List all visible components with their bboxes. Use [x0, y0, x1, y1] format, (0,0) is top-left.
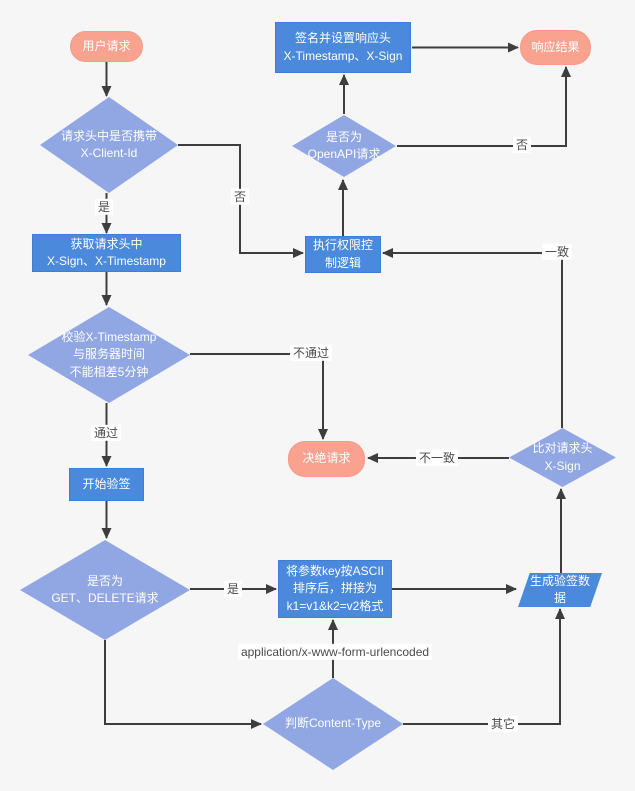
node-response-result: 响应结果	[520, 30, 591, 65]
node-check-client-id: 请求头中是否携带 X-Client-Id	[40, 97, 178, 193]
edge-checktimestamp-fail	[190, 353, 328, 440]
node-check-content-type-label: 判断Content-Type	[284, 716, 382, 731]
node-reject-request: 决绝请求	[288, 441, 365, 477]
edge-label-yes-2: 是	[223, 580, 243, 598]
node-check-timestamp: 校验X-Timestamp 与服务器时间 不能相差5分钟	[28, 307, 190, 403]
edge-label-no-2: 否	[512, 136, 532, 154]
node-perm-control: 执行权限控 制逻辑	[305, 236, 381, 273]
edge-label-pass: 通过	[90, 424, 122, 442]
node-sign-response-label: 签名并设置响应头 X-Timestamp、X-Sign	[283, 31, 403, 63]
node-get-headers: 获取请求头中 X-Sign、X-Timestamp	[32, 234, 181, 272]
node-is-openapi: 是否为 OpenAPI请求	[292, 115, 396, 177]
node-perm-control-label: 执行权限控 制逻辑	[312, 238, 373, 270]
edge-comparesign-match	[382, 248, 563, 428]
node-reject-request-label: 决绝请求	[302, 451, 351, 466]
node-is-get-delete: 是否为 GET、DELETE请求	[20, 540, 190, 640]
node-start-label: 用户请求	[82, 38, 131, 53]
edge-label-form-urlencoded: application/x-www-form-urlencoded	[237, 643, 433, 661]
node-gen-verify-data: 生成验签数 据	[518, 573, 602, 607]
node-response-result-label: 响应结果	[531, 39, 580, 54]
node-start: 用户请求	[70, 31, 143, 62]
edge-label-mismatch: 不一致	[415, 449, 459, 467]
node-is-openapi-label: 是否为 OpenAPI请求	[307, 129, 381, 161]
edge-label-fail: 不通过	[289, 344, 333, 362]
node-gen-verify-data-label: 生成验签数 据	[529, 573, 590, 605]
node-sign-response: 签名并设置响应头 X-Timestamp、X-Sign	[275, 22, 411, 73]
node-compare-sign: 比对请求头 X-Sign	[509, 428, 616, 487]
node-is-get-delete-label: 是否为 GET、DELETE请求	[51, 573, 159, 605]
node-check-client-id-label: 请求头中是否携带 X-Client-Id	[60, 128, 157, 160]
edge-contenttype-other	[403, 608, 565, 725]
node-get-headers-label: 获取请求头中 X-Sign、X-Timestamp	[47, 236, 166, 268]
node-start-verify-label: 开始验签	[82, 476, 131, 491]
edge-label-other: 其它	[487, 715, 519, 733]
node-check-content-type: 判断Content-Type	[263, 678, 403, 770]
edge-label-yes-1: 是	[94, 198, 114, 216]
node-compare-sign-label: 比对请求头 X-Sign	[532, 441, 593, 473]
node-sort-params: 将参数key按ASCII 排序后，拼接为 k1=v1&k2=v2格式	[278, 560, 392, 618]
edge-isopenapi-no	[397, 66, 571, 147]
edge-label-match: 一致	[541, 243, 573, 261]
node-sort-params-label: 将参数key按ASCII 排序后，拼接为 k1=v1&k2=v2格式	[285, 563, 385, 613]
edge-label-no-1: 否	[230, 188, 250, 206]
node-check-timestamp-label: 校验X-Timestamp 与服务器时间 不能相差5分钟	[61, 329, 157, 379]
node-start-verify: 开始验签	[69, 468, 144, 501]
